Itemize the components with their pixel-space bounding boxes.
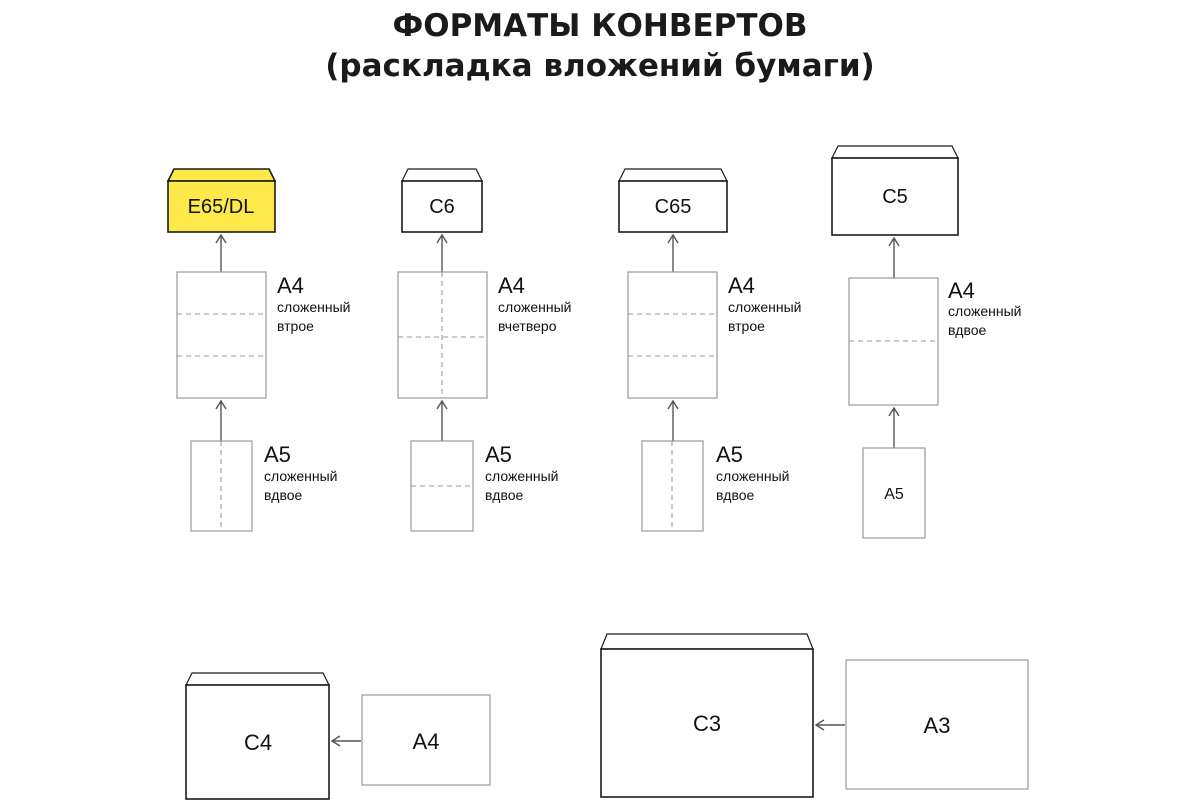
paper-a5-folded-two — [190, 440, 253, 532]
fold-note-line-1: сложенный — [498, 299, 571, 315]
arrow-up — [667, 233, 679, 272]
fold-note-line-1: сложенный — [948, 303, 1021, 319]
envelope-label: C4 — [244, 730, 272, 755]
envelope-c3: C3 — [600, 633, 814, 798]
paper-a4-folded-three — [627, 271, 718, 399]
arrow-up — [888, 236, 900, 278]
fold-note-line-2: вдвое — [948, 322, 987, 338]
paper-a4-folded-four — [397, 271, 488, 399]
paper-a4: A4 — [361, 694, 491, 786]
paper-format-label: A4 — [413, 729, 440, 754]
envelope-e65-dl: E65/DL — [166, 168, 277, 233]
column-e65-dl: E65/DL A4 сложенный втрое A5 — [166, 168, 350, 532]
arrow-up — [436, 233, 448, 272]
fold-note-line-1: сложенный — [485, 468, 558, 484]
fold-note-line-1: сложенный — [277, 299, 350, 315]
envelope-body — [167, 180, 276, 233]
envelope-body — [185, 684, 330, 800]
paper-format-label: A3 — [924, 713, 951, 738]
envelope-label: E65/DL — [188, 196, 255, 218]
paper-a3: A3 — [845, 659, 1029, 790]
envelope-label: C6 — [429, 196, 455, 218]
paper-sheet — [845, 659, 1029, 790]
group-c3-a3: C3 A3 — [600, 633, 1029, 798]
paper-a4-folded-three — [176, 271, 267, 399]
paper-a5-folded-two — [641, 440, 704, 532]
envelope-flap — [618, 168, 728, 182]
fold-note-line-1: сложенный — [728, 299, 801, 315]
fold-note-line-1: сложенный — [264, 468, 337, 484]
group-c4-a4: C4 A4 — [185, 672, 491, 800]
envelope-flap — [185, 672, 330, 686]
fold-note-line-1: сложенный — [716, 468, 789, 484]
envelope-body — [600, 648, 814, 798]
envelope-c65: C65 — [618, 168, 728, 233]
paper-format-label: A5 — [485, 442, 512, 467]
paper-format-label: A4 — [277, 273, 304, 298]
arrow-up — [215, 399, 227, 441]
envelope-label: C3 — [693, 711, 721, 736]
envelope-body — [618, 180, 728, 233]
arrow-left — [814, 719, 845, 731]
paper-a4-folded-two — [848, 277, 939, 406]
envelope-flap — [600, 633, 814, 650]
fold-note-line-2: вдвое — [716, 487, 755, 503]
fold-note-line-2: вдвое — [485, 487, 524, 503]
paper-format-label: A4 — [728, 273, 755, 298]
paper-sheet — [627, 271, 718, 399]
paper-format-label: A5 — [884, 486, 904, 503]
envelope-c5: C5 — [831, 145, 959, 236]
title-line-2: (раскладка вложений бумаги) — [325, 48, 875, 84]
arrow-up — [215, 233, 227, 272]
paper-a5-folded-two — [410, 440, 474, 532]
arrow-up — [667, 399, 679, 441]
title-line-1: ФОРМАТЫ КОНВЕРТОВ — [392, 8, 808, 44]
arrow-left — [330, 735, 361, 747]
envelope-body — [831, 157, 959, 236]
arrow-up — [436, 399, 448, 441]
envelope-flap — [166, 168, 277, 182]
paper-sheet — [862, 447, 926, 539]
column-c5: C5 A4 сложенный вдвое A5 — [831, 145, 1021, 539]
column-c6: C6 A4 сложенный вчетверо A5 — [397, 168, 571, 532]
arrow-up — [888, 406, 900, 448]
paper-a5: A5 — [862, 447, 926, 539]
fold-note-line-2: вчетверо — [498, 318, 557, 334]
envelope-label: C5 — [882, 186, 908, 208]
envelope-flap — [401, 168, 483, 182]
page-title: ФОРМАТЫ КОНВЕРТОВ (раскладка вложений бу… — [0, 6, 1200, 86]
paper-sheet — [176, 271, 267, 399]
envelope-label: C65 — [655, 196, 692, 218]
paper-format-label: A5 — [716, 442, 743, 467]
envelope-body — [401, 180, 483, 233]
envelope-c4: C4 — [185, 672, 330, 800]
paper-format-label: A4 — [948, 278, 975, 303]
fold-note-line-2: втрое — [277, 318, 314, 334]
column-c65: C65 A4 сложенный втрое A5 — [618, 168, 801, 532]
envelope-c6: C6 — [401, 168, 483, 233]
paper-format-label: A5 — [264, 442, 291, 467]
paper-sheet — [361, 694, 491, 786]
paper-format-label: A4 — [498, 273, 525, 298]
fold-note-line-2: вдвое — [264, 487, 303, 503]
fold-note-line-2: втрое — [728, 318, 765, 334]
envelope-flap — [831, 145, 959, 159]
